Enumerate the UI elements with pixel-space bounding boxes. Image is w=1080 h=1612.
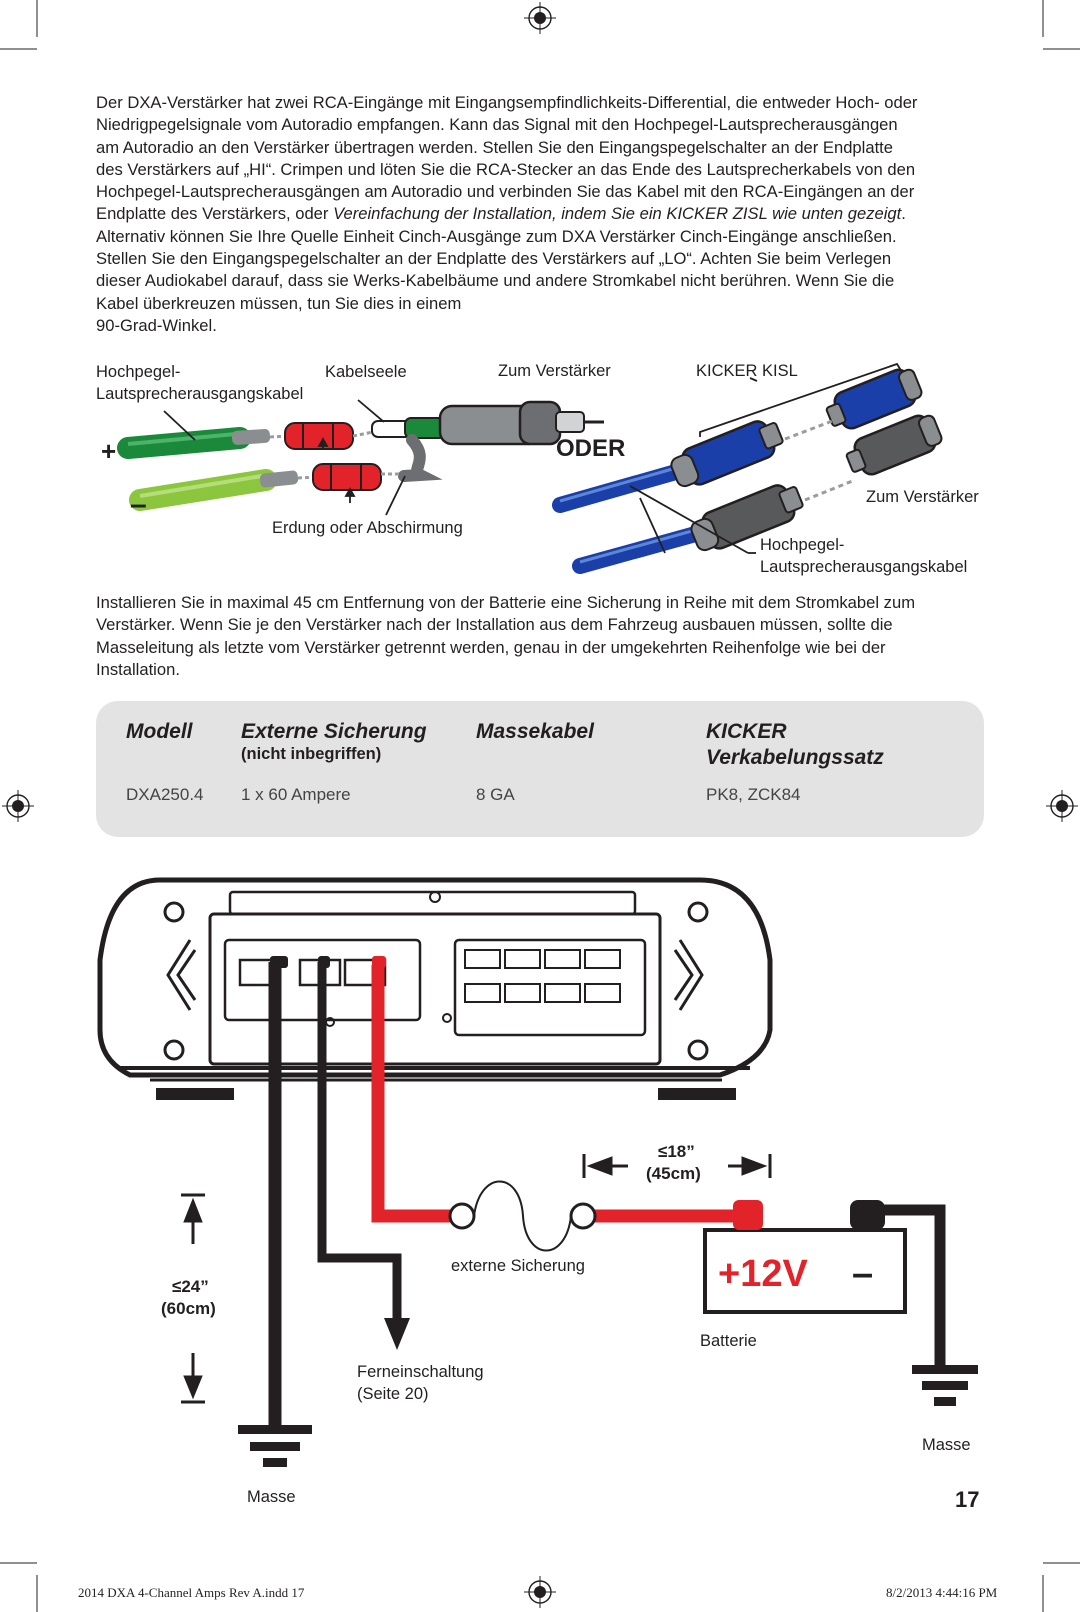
install-line: Installation. xyxy=(96,659,180,679)
install-line: Installieren Sie in maximal 45 cm Entfer… xyxy=(96,593,916,612)
rca-plug xyxy=(352,400,604,482)
intro-italic-text: Vereinfachung der Installation, indem Si… xyxy=(333,204,902,224)
power-wire-to-fuse xyxy=(371,965,450,1223)
registration-mark-bottom xyxy=(524,1576,556,1608)
install-line: Masseleitung als letzte vom Verstärker g… xyxy=(96,637,886,657)
or-label: ODER xyxy=(556,435,626,462)
remote-wire xyxy=(317,962,402,1322)
fuse-distance-in: ≤18” xyxy=(658,1142,695,1161)
intro-paragraph: Der DXA-Verstärker hat zwei RCA-Eingänge… xyxy=(96,92,986,337)
inline-fuse xyxy=(448,1180,597,1252)
kisl-grey-cable xyxy=(572,522,718,574)
header-model: Modell xyxy=(126,720,193,743)
remote-arrow xyxy=(384,1318,410,1350)
label-to-amplifier-2: Zum Verstärker xyxy=(866,488,979,506)
terminal-ground xyxy=(270,956,288,968)
dimension-fuse-distance xyxy=(582,1154,772,1178)
label-ground-left: Masse xyxy=(247,1488,296,1506)
label-highlevel-cable-2: Lautsprecherausgangskabel xyxy=(96,385,304,403)
header-kicker-kit-1: KICKER xyxy=(706,720,787,743)
intro-line-italic-mix: Endplatte des Verstärkers, oder Vereinfa… xyxy=(96,203,986,225)
label-highlevel-cable-b2: Lautsprecherausgangskabel xyxy=(760,558,968,576)
kisl-plug-grey-far xyxy=(845,414,943,476)
header-external-fuse-note: (nicht inbegriffen) xyxy=(241,745,382,763)
ground-symbol-right xyxy=(912,1365,978,1406)
label-highlevel-cable-b1: Hochpegel- xyxy=(760,536,845,554)
label-to-amplifier: Zum Verstärker xyxy=(498,362,611,380)
ground-distance-cm: (60cm) xyxy=(161,1299,216,1318)
registration-mark-top xyxy=(524,2,556,34)
terminal-remote xyxy=(318,956,330,968)
header-external-fuse: Externe Sicherung xyxy=(241,720,427,743)
intro-text: . xyxy=(901,204,906,224)
terminal-power xyxy=(372,956,386,968)
dark-green-wire xyxy=(117,427,291,459)
label-battery: Batterie xyxy=(700,1332,757,1350)
slug-timestamp: 8/2/2013 4:44:16 PM xyxy=(886,1585,998,1600)
label-ground-shield: Erdung oder Abschirmung xyxy=(272,519,463,537)
intro-line: Hochpegel-Lautsprecherausgängen am Autor… xyxy=(96,182,915,202)
header-ground-cable: Massekabel xyxy=(476,720,594,743)
kisl-plug-blue-far xyxy=(825,368,923,430)
battery-negative-label: – xyxy=(852,1253,874,1295)
label-kicker-kisl: KICKER KISL xyxy=(696,362,798,380)
ground-symbol-left xyxy=(238,1425,312,1467)
crimp-connector-bottom xyxy=(312,463,382,491)
label-external-fuse: externe Sicherung xyxy=(451,1257,585,1275)
kisl-plug-grey-near xyxy=(690,484,804,552)
cell-wiring-kit: PK8, ZCK84 xyxy=(706,785,801,804)
label-remote-page-ref: (Seite 20) xyxy=(357,1385,429,1403)
registration-mark-right xyxy=(1046,790,1078,822)
rca-leader-lines xyxy=(163,399,406,516)
page-number: 17 xyxy=(955,1487,980,1512)
install-line: Verstärker. Wenn Sie je den Verstärker n… xyxy=(96,615,893,635)
intro-line: dieser Audiokabel darauf, dass sie Werks… xyxy=(96,271,895,291)
intro-line: Kabel überkreuzen müssen, tun Sie dies i… xyxy=(96,293,462,313)
fuse-distance-cm: (45cm) xyxy=(646,1164,701,1183)
cell-fuse: 1 x 60 Ampere xyxy=(241,785,351,804)
dimension-ground-distance xyxy=(181,1193,205,1404)
intro-line: Niedrigpegelsignale vom Autoradio empfan… xyxy=(96,115,898,135)
cell-model: DXA250.4 xyxy=(126,785,204,804)
intro-line: Alternativ können Sie Ihre Quelle Einhei… xyxy=(96,226,897,246)
label-cable-core: Kabelseele xyxy=(325,363,407,381)
kisl-plug-blue-near xyxy=(670,420,784,488)
slug-filename: 2014 DXA 4-Channel Amps Rev A.indd 17 xyxy=(78,1585,305,1600)
kisl-leader-lines xyxy=(629,362,903,554)
cell-ground-gauge: 8 GA xyxy=(476,785,515,804)
ground-distance-in: ≤24” xyxy=(172,1277,209,1296)
intro-line: 90-Grad-Winkel. xyxy=(96,315,217,335)
light-green-wire xyxy=(129,469,319,511)
label-remote-turn-on: Ferneinschaltung xyxy=(357,1363,484,1381)
intro-line: Stellen Sie den Eingangspegelschalter an… xyxy=(96,249,892,269)
intro-text: Endplatte des Verstärkers, oder xyxy=(96,204,334,224)
registration-mark-left xyxy=(2,790,34,822)
install-paragraph: Installieren Sie in maximal 45 cm Entfer… xyxy=(96,592,986,681)
battery-positive-label: +12V xyxy=(718,1253,808,1295)
header-kicker-kit-2: Verkabelungssatz xyxy=(706,746,884,769)
intro-line: des Verstärkers auf „HI“. Crimpen und lö… xyxy=(96,159,916,179)
label-ground-right: Masse xyxy=(922,1436,971,1454)
battery-illustration xyxy=(703,1200,946,1370)
label-highlevel-cable-1: Hochpegel- xyxy=(96,363,181,381)
amplifier-illustration xyxy=(97,877,773,1100)
kisl-blue-cable xyxy=(552,460,698,513)
intro-line: Der DXA-Verstärker hat zwei RCA-Eingänge… xyxy=(96,93,918,112)
minus-sign: – xyxy=(130,488,147,521)
plus-sign: + xyxy=(101,436,117,466)
intro-line: am Autoradio an den Verstärker übertrage… xyxy=(96,137,894,157)
spec-table: Modell Externe Sicherung (nicht inbegrif… xyxy=(96,701,984,837)
